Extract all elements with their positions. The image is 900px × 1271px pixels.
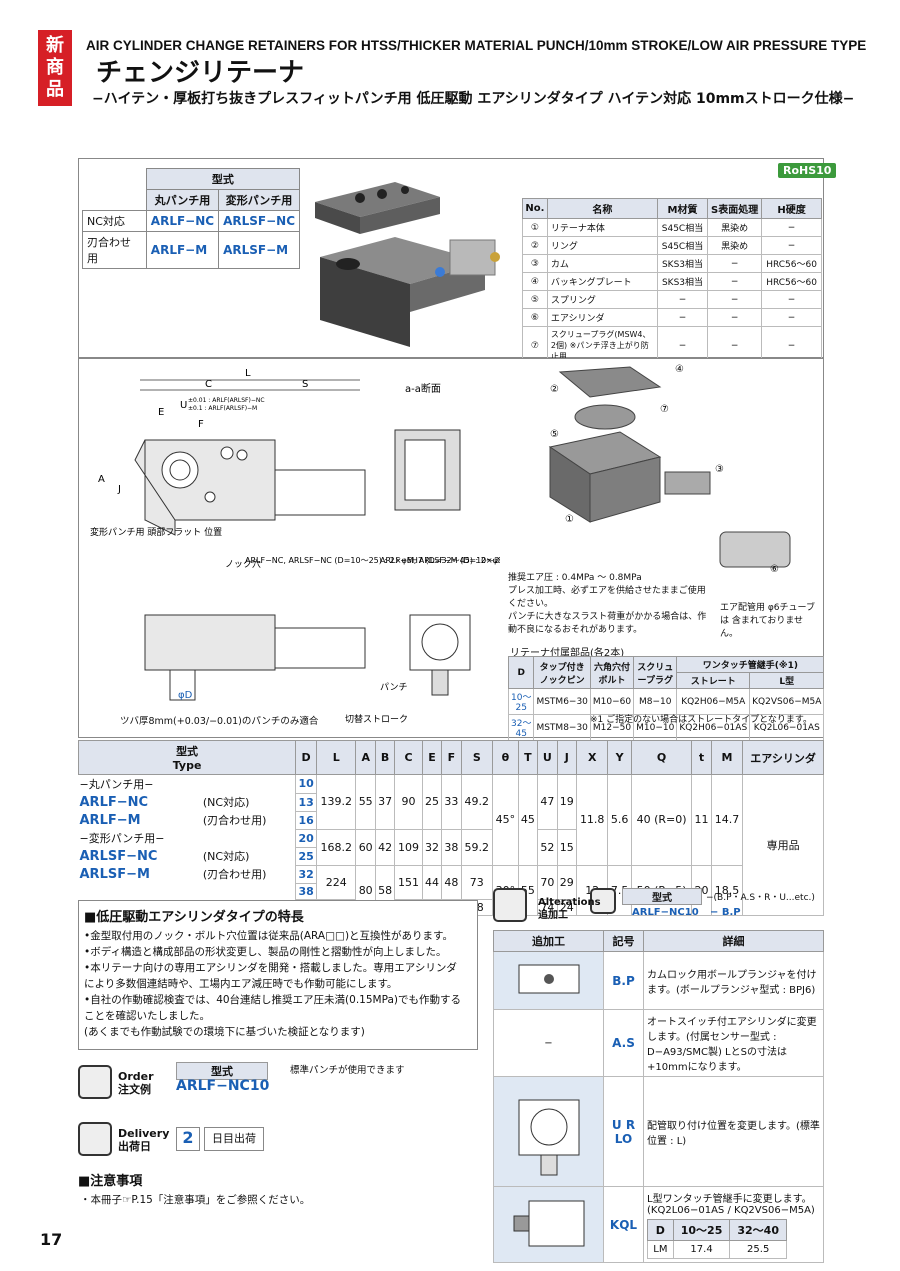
svg-text:②: ② (550, 384, 559, 395)
phone-icon (78, 1065, 112, 1099)
l-fitting-drawing (513, 1200, 584, 1247)
subtitle: −ハイテン・厚板打ち抜きプレスフィットパンチ用 低圧駆動 エアシリンダタイプ ハ… (92, 91, 855, 107)
svg-text:④: ④ (675, 364, 684, 375)
piping-position-drawing (518, 1099, 579, 1176)
caution-title: ■注意事項 (78, 1174, 143, 1189)
svg-text:ノック穴: ノック穴 (225, 558, 261, 570)
svg-text:E: E (158, 407, 164, 418)
svg-text:±0.1 : ARLF(ARLSF)−M: ±0.1 : ARLF(ARLSF)−M (188, 405, 257, 412)
title-japanese: チェンジリテーナ (96, 58, 305, 88)
type-table: 型式 丸パンチ用変形パンチ用 NC対応 ARLF−NC ARLSF−NC 刃合わ… (82, 168, 301, 269)
list-item: ことを確認いたしました。 (84, 1010, 210, 1022)
accessory-title: リテーナ付属部品(各2本) (510, 648, 625, 659)
order-example: ARLF−NC10 (176, 1078, 270, 1094)
truck-icon (78, 1122, 112, 1156)
type-row: 刃合わせ用 ARLF−M ARLSF−M (82, 231, 300, 269)
alterations-table: 追加工 記号 詳細 B.P カムロック用ボールプランジャを付けます。(ボールプラ… (493, 930, 824, 1263)
note-item: プレス加工時、必ずエアを供給させたままご使用ください。 (508, 586, 706, 609)
delivery-text: 日目出荷 (204, 1127, 264, 1151)
ball-plunger-drawing (518, 964, 579, 994)
note-item: パンチに大きなスラスト荷重がかかる場合は、作動不良になるおそれがあります。 (508, 612, 707, 635)
tsuba-note: ツバ厚8mm(+0.03/−0.01)のパンチのみ適合 (120, 716, 319, 727)
order-note: 標準パンチが使用できます (290, 1065, 405, 1076)
alteration-row: − A.S オートスイッチ付エアシリンダに変更します。(付属センサー型式 : D… (493, 1009, 824, 1077)
note-item: 推奨エア圧 : 0.4MPa 〜 0.8MPa (508, 573, 642, 583)
technical-drawing: L C S E U F A J ±0.01 : ARLF(ARLSF)−NC ±… (90, 368, 500, 725)
alterations-icon (493, 888, 527, 922)
svg-text:C: C (205, 379, 212, 390)
caution-text: ・本冊子☞P.15「注意事項」をご参照ください。 (80, 1194, 311, 1206)
features-list: •金型取付用のノック・ボルト穴位置は従来品(ARA□□)と互換性があります。 •… (84, 928, 476, 1040)
list-item: •金型取付用のノック・ボルト穴位置は従来品(ARA□□)と互換性があります。 (84, 930, 453, 942)
svg-text:A: A (98, 474, 105, 485)
list-item: •本リテーナ向けの専用エアシリンダを開発・搭載しました。専用エアシリンダ (84, 962, 457, 974)
table-row: ARLF−NC(NC対応)13 (79, 792, 824, 812)
svg-text:③: ③ (715, 464, 724, 475)
svg-text:L: L (245, 368, 251, 379)
delivery-days: 2 (176, 1127, 200, 1151)
svg-text:ARLF−NC, ARLSF−NC (D=10〜25) :: ARLF−NC, ARLSF−NC (D=10〜25) : 2×φ6H7 (D=… (245, 556, 500, 565)
page-number: 17 (40, 1230, 63, 1249)
svg-text:⑤: ⑤ (550, 429, 559, 440)
exploded-view: ② ⑤ ① ④ ⑦ ③ ⑥ (548, 364, 791, 575)
table-row: ARLSF−NC(NC対応)25 (79, 846, 824, 866)
title-english: AIR CYLINDER CHANGE RETAINERS FOR HTSS/T… (86, 38, 867, 53)
order-type-label: 型式 (176, 1062, 268, 1080)
svg-text:S: S (302, 379, 308, 390)
svg-text:①: ① (565, 514, 574, 525)
svg-text:⑦: ⑦ (660, 404, 669, 415)
features-title: ■低圧駆動エアシリンダタイプの特長 (84, 910, 304, 925)
svg-text:U: U (180, 400, 187, 411)
svg-text:変形パンチ用 頭部フラット 位置: 変形パンチ用 頭部フラット 位置 (90, 526, 222, 538)
phone-icon-small (590, 888, 616, 914)
alterations-example-code: − B.P (710, 907, 741, 918)
air-pipe-note: エア配管用 φ6チューブは 含まれておりません。 (720, 603, 815, 639)
list-item: •自社の作動確認検査では、40台連結し推奨エア圧未満(0.15MPa)でも作動す… (84, 994, 461, 1006)
alterations-example: ARLF−NC10 (632, 907, 699, 918)
product-illustration (315, 182, 500, 347)
accessory-table: D タップ付きノックピン 六角穴付ボルト スクリュープラグ ワンタッチ管継手(※… (507, 656, 825, 741)
list-item: •ボディ構造と構成部品の形状変更し、製品の剛性と摺動性が向上しました。 (84, 946, 447, 958)
rohs-badge: RoHS10 (778, 163, 837, 178)
alteration-row: U R LO 配管取り付け位置を変更します。(標準位置 : L) (493, 1076, 824, 1187)
alteration-row: B.P カムロック用ボールプランジャを付けます。(ボールプランジャ型式 : BP… (493, 951, 824, 1010)
svg-text:ARLF−M, ARLSF−M (D=10〜25) : 2×: ARLF−M, ARLSF−M (D=10〜25) : 2×φ5.8 (D=32… (380, 556, 500, 565)
alteration-row: KQL L型ワンタッチ管継手に変更します。(KQ2L06−01AS / KQ2V… (493, 1186, 824, 1263)
svg-text:a-a断面: a-a断面 (405, 382, 441, 395)
new-product-badge: 新商品 (38, 30, 72, 106)
svg-text:±0.01 : ARLF(ARLSF)−NC: ±0.01 : ARLF(ARLSF)−NC (188, 397, 265, 404)
svg-text:切替ストローク: 切替ストローク (345, 713, 408, 725)
alterations-codes-hint: −(B.P・A.S・R・U...etc.) (706, 893, 815, 903)
accessory-footnote: ※1 ご指定のない場合はストレートタイプとなります。 (590, 715, 812, 725)
notes: 推奨エア圧 : 0.4MPa 〜 0.8MPa プレス加工時、必ずエアを供給させ… (508, 572, 708, 637)
type-row: NC対応 ARLF−NC ARLSF−NC (82, 210, 300, 232)
svg-text:F: F (198, 419, 204, 430)
features-panel (78, 900, 478, 1050)
svg-text:φD: φD (178, 690, 193, 701)
list-item: (あくまでも作動試験での環境下に基づいた検証となります) (84, 1026, 365, 1038)
svg-text:パンチ: パンチ (380, 682, 407, 693)
alterations-type-label: 型式 (622, 888, 702, 905)
svg-text:⑥: ⑥ (770, 564, 779, 575)
list-item: により多数個連結時や、工場内エア減圧時でも作動可能にします。 (84, 978, 398, 990)
svg-text:J: J (117, 484, 121, 495)
